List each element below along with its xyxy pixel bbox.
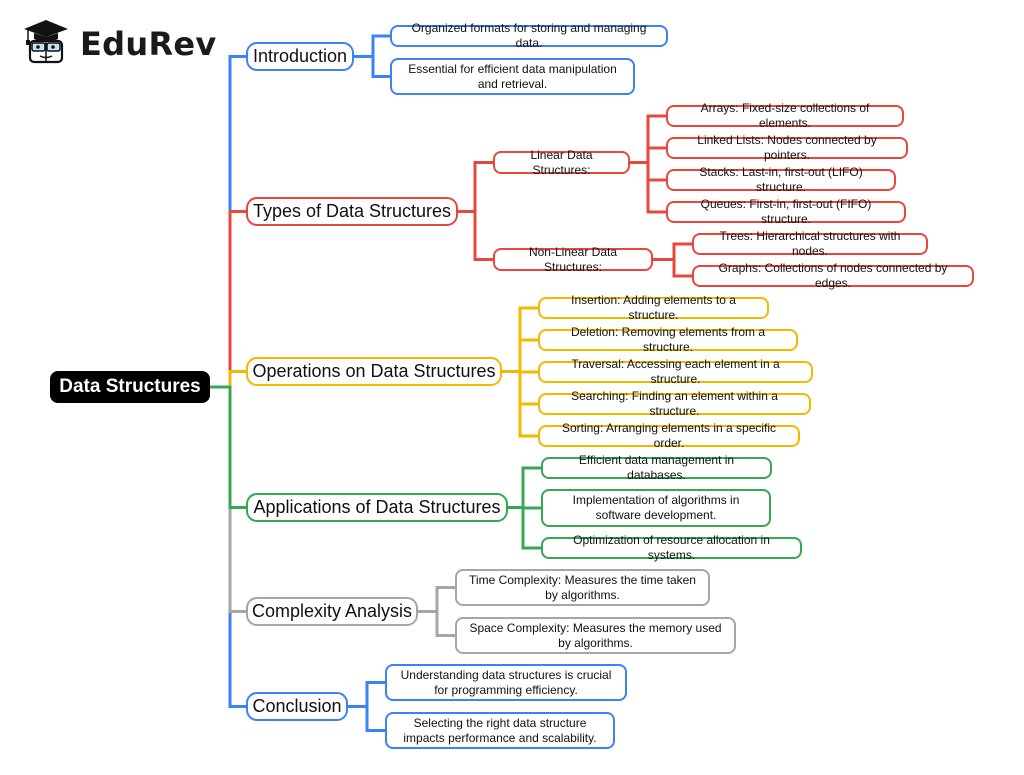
leaf-insertion[interactable]: Insertion: Adding elements to a structur… bbox=[538, 293, 769, 322]
leaf-label: Traversal: Accessing each element in a s… bbox=[571, 357, 780, 386]
branch-applications[interactable]: Applications of Data Structures bbox=[246, 493, 508, 522]
branch-operations[interactable]: Operations on Data Structures bbox=[246, 357, 502, 386]
leaf-label: Essential for efficient data manipulatio… bbox=[408, 61, 617, 91]
edurev-logo: EduRev bbox=[20, 17, 217, 70]
leaf-intro-1[interactable]: Organized formats for storing and managi… bbox=[390, 21, 668, 50]
branch-label: Applications of Data Structures bbox=[253, 497, 501, 518]
leaf-linked-lists[interactable]: Linked Lists: Nodes connected by pointer… bbox=[666, 133, 908, 162]
leaf-label: Efficient data management in databases. bbox=[578, 453, 735, 482]
branch-complexity-analysis[interactable]: Complexity Analysis bbox=[246, 597, 418, 626]
leaf-label: Organized formats for storing and managi… bbox=[411, 21, 647, 50]
branch-types-of-data-structures[interactable]: Types of Data Structures bbox=[246, 197, 458, 226]
leaf-app-3[interactable]: Optimization of resource allocation in s… bbox=[541, 533, 802, 562]
leaf-arrays[interactable]: Arrays: Fixed-size collections of elemen… bbox=[666, 101, 904, 130]
branch-introduction[interactable]: Introduction bbox=[246, 42, 354, 71]
leaf-traversal[interactable]: Traversal: Accessing each element in a s… bbox=[538, 357, 813, 386]
branch-label: Conclusion bbox=[252, 696, 342, 717]
brand-name: EduRev bbox=[80, 24, 217, 63]
branch-label: Complexity Analysis bbox=[251, 601, 413, 622]
leaf-label: Space Complexity: Measures the memory us… bbox=[469, 620, 722, 650]
leaf-conclusion-2[interactable]: Selecting the right data structure impac… bbox=[385, 712, 615, 749]
branch-label: Operations on Data Structures bbox=[252, 361, 496, 382]
leaf-label: Graphs: Collections of nodes connected b… bbox=[718, 261, 948, 290]
graduation-cap-mascot-icon bbox=[20, 17, 72, 70]
leaf-label: Optimization of resource allocation in s… bbox=[573, 533, 770, 562]
leaf-label: Implementation of algorithms in software… bbox=[572, 493, 740, 522]
branch-conclusion[interactable]: Conclusion bbox=[246, 692, 348, 721]
leaf-space-complexity[interactable]: Space Complexity: Measures the memory us… bbox=[455, 617, 736, 654]
root-node[interactable]: Data Structures bbox=[50, 371, 210, 403]
subbranch-label: Non-Linear Data Structures: bbox=[528, 244, 618, 274]
leaf-sorting[interactable]: Sorting: Arranging elements in a specifi… bbox=[538, 421, 800, 450]
branch-label: Introduction bbox=[252, 46, 348, 67]
subbranch-label: Linear Data Structures: bbox=[530, 147, 593, 177]
leaf-label: Searching: Finding an element within a s… bbox=[571, 389, 778, 418]
subbranch-non-linear[interactable]: Non-Linear Data Structures: bbox=[493, 245, 653, 274]
leaf-queues[interactable]: Queues: First-in, first-out (FIFO) struc… bbox=[666, 197, 906, 226]
leaf-time-complexity[interactable]: Time Complexity: Measures the time taken… bbox=[455, 569, 710, 606]
leaf-app-1[interactable]: Efficient data management in databases. bbox=[541, 453, 772, 482]
leaf-deletion[interactable]: Deletion: Removing elements from a struc… bbox=[538, 325, 798, 354]
leaf-label: Queues: First-in, first-out (FIFO) struc… bbox=[700, 197, 872, 226]
leaf-label: Linked Lists: Nodes connected by pointer… bbox=[697, 133, 877, 162]
leaf-label: Arrays: Fixed-size collections of elemen… bbox=[700, 101, 870, 130]
branch-label: Types of Data Structures bbox=[252, 201, 452, 222]
leaf-label: Understanding data structures is crucial… bbox=[400, 667, 612, 697]
leaf-graphs[interactable]: Graphs: Collections of nodes connected b… bbox=[692, 261, 974, 290]
leaf-label: Selecting the right data structure impac… bbox=[403, 715, 597, 745]
leaf-app-2[interactable]: Implementation of algorithms in software… bbox=[541, 489, 771, 527]
leaf-searching[interactable]: Searching: Finding an element within a s… bbox=[538, 389, 811, 418]
leaf-intro-2[interactable]: Essential for efficient data manipulatio… bbox=[390, 58, 635, 95]
leaf-label: Time Complexity: Measures the time taken… bbox=[469, 572, 696, 602]
subbranch-linear[interactable]: Linear Data Structures: bbox=[493, 148, 630, 177]
leaf-label: Trees: Hierarchical structures with node… bbox=[719, 229, 901, 258]
leaf-label: Insertion: Adding elements to a structur… bbox=[571, 293, 736, 322]
leaf-label: Sorting: Arranging elements in a specifi… bbox=[561, 421, 777, 450]
leaf-label: Deletion: Removing elements from a struc… bbox=[570, 325, 766, 354]
leaf-trees[interactable]: Trees: Hierarchical structures with node… bbox=[692, 229, 928, 258]
leaf-stacks[interactable]: Stacks: Last-in, first-out (LIFO) struct… bbox=[666, 165, 896, 194]
leaf-conclusion-1[interactable]: Understanding data structures is crucial… bbox=[385, 664, 627, 701]
root-label: Data Structures bbox=[59, 376, 201, 398]
leaf-label: Stacks: Last-in, first-out (LIFO) struct… bbox=[699, 165, 863, 194]
